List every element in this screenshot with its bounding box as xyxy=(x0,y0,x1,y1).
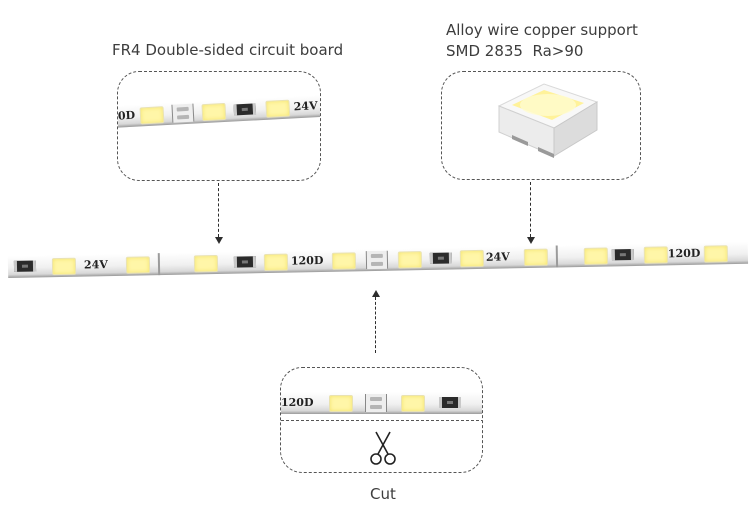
led-chip xyxy=(523,248,549,267)
led-chip xyxy=(401,395,425,412)
led-detail-box xyxy=(441,71,641,180)
arrow-cut-up xyxy=(375,297,376,353)
cut-detail-strip: 120D xyxy=(281,392,482,414)
led-chip xyxy=(583,247,609,265)
cut-label: Cut xyxy=(370,485,396,503)
strip-voltage-label: 24V xyxy=(293,99,318,114)
led-chip xyxy=(459,249,485,268)
main-strip-board: 24V 120D 24V 120D xyxy=(7,241,749,278)
led-label-line1: Alloy wire copper support xyxy=(446,21,638,39)
led-label-line2: SMD 2835 Ra>90 xyxy=(446,42,584,60)
pcb-detail-strip: 0D 24V xyxy=(117,93,320,128)
solder-pad xyxy=(171,103,195,123)
pcb-detail-box: 0D 24V xyxy=(117,71,321,181)
strip-voltage-label: 24V xyxy=(83,258,108,272)
led-chip xyxy=(265,99,291,118)
resistor xyxy=(233,103,257,116)
strip-density-label: 0D xyxy=(117,108,136,123)
arrow-head-down-icon xyxy=(527,237,535,244)
resistor xyxy=(429,252,453,264)
led-chip xyxy=(201,102,227,122)
led-chip xyxy=(263,253,289,272)
led-chip xyxy=(329,395,353,412)
resistor xyxy=(439,397,461,408)
arrow-led-down xyxy=(530,182,531,237)
led-chip xyxy=(703,245,729,263)
cut-line xyxy=(157,253,161,276)
strip-voltage-label: 24V xyxy=(485,250,510,264)
cut-line xyxy=(555,245,559,268)
led-chip xyxy=(125,256,151,274)
scissors-icon xyxy=(370,431,396,465)
pcb-label: FR4 Double-sided circuit board xyxy=(112,41,344,59)
main-strip: 24V 120D 24V 120D xyxy=(7,241,750,285)
arrow-pcb-down xyxy=(218,183,219,237)
strip-density-label: 120D xyxy=(290,253,324,268)
cut-divider xyxy=(281,420,482,421)
led-chip xyxy=(643,246,669,264)
strip-density-label: 120D xyxy=(667,246,701,261)
solder-pad xyxy=(365,250,389,270)
led-chip xyxy=(331,252,357,270)
resistor xyxy=(611,248,634,261)
arrow-head-down-icon xyxy=(215,237,223,244)
led-chip xyxy=(193,254,219,273)
led-chip xyxy=(397,251,423,269)
smd-led-icon xyxy=(497,83,599,158)
led-chip xyxy=(51,257,77,276)
cut-detail-box: 120D xyxy=(280,367,483,473)
led-chip xyxy=(139,106,165,125)
resistor xyxy=(233,256,257,268)
resistor xyxy=(13,260,37,272)
solder-pad xyxy=(365,394,387,412)
arrow-head-up-icon xyxy=(372,290,380,297)
strip-density-label: 120D xyxy=(281,396,314,409)
